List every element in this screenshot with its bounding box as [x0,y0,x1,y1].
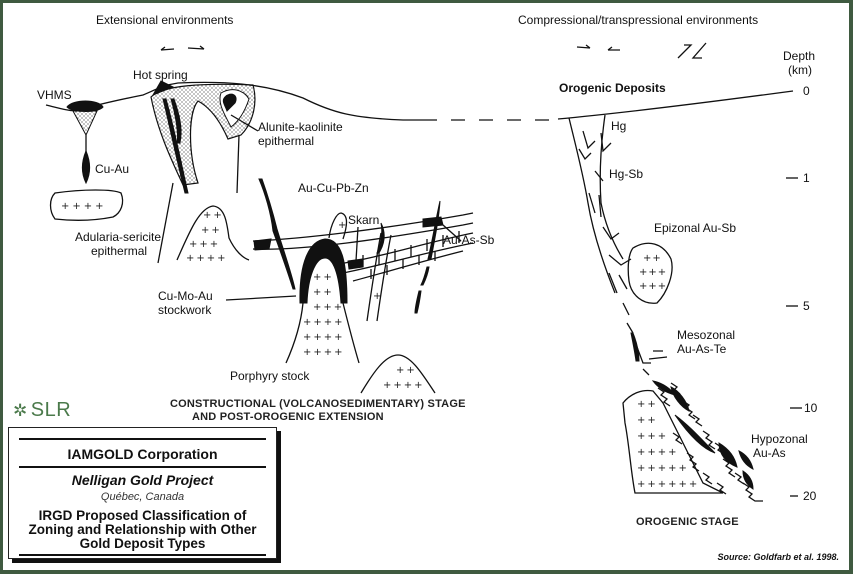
slr-logo: ✲ SLR [13,399,71,422]
svg-text:+ +: + + [313,272,332,283]
svg-text:+ +: + + [201,225,220,236]
depth-tick-1: 1 [803,171,810,185]
svg-text:+ + +: + + + [313,302,342,313]
depth-tick-20: 20 [803,489,817,503]
svg-text:+ +: + + [396,365,415,376]
cu-mo-au-leader [225,295,297,301]
right-surface-line [557,90,794,120]
label-orogenic-deposits: Orogenic Deposits [559,81,666,95]
caption-orogenic-stage: OROGENIC STAGE [636,516,739,528]
figure-title-line-2: Zoning and Relationship with Other [28,522,257,537]
right-heading: Compressional/transpressional environmen… [518,13,758,27]
title-block: IAMGOLD Corporation Nelligan Gold Projec… [8,427,277,559]
label-hot-spring: Hot spring [133,68,188,82]
svg-text:+ + +: + + + [639,267,666,278]
svg-text:+ +: + + [643,253,661,264]
label-hg: Hg [611,119,626,133]
extension-arrows-icon [160,45,205,51]
orogenic-fault-zone: Hg Hg-Sb + + + + + + + + Epizonal Au-Sb … [568,114,808,502]
depth-tick-5: 5 [803,299,810,313]
label-porphyry: Porphyry stock [230,369,310,383]
figure-title-line-1: IRGD Proposed Classification of [38,508,247,523]
svg-text:+ +: + + [637,415,656,426]
caption-constructional-1: CONSTRUCTIONAL (VOLCANOSEDIMENTARY) STAG… [170,398,466,410]
svg-text:+ + + +: + + + + [303,317,343,328]
label-hypozonal-2: Au-As [753,446,786,460]
label-mesozonal-1: Mesozonal [677,328,735,342]
label-hg-sb: Hg-Sb [609,167,643,181]
svg-text:+ + +: + + + [189,239,218,250]
depth-axis: Depth (km) 0 1 5 10 20 [783,49,818,503]
label-adularia-1: Adularia-sericite [75,230,161,244]
source-citation: Source: Goldfarb et al. 1998. [717,552,839,562]
label-alunite-2: epithermal [258,134,314,148]
figure-frame: Extensional environments Compressional/t… [3,3,849,570]
project-location: Québec, Canada [100,491,185,503]
figure-title-line-3: Gold Deposit Types [79,536,206,551]
au-cu-pb-zn-vein [258,178,296,290]
adularia-leader [157,182,174,264]
vhms-deposit [66,100,104,185]
label-au-cu-pb-zn: Au-Cu-Pb-Zn [298,181,369,195]
label-adularia-2: epithermal [91,244,147,258]
svg-text:+ + + +: + + + + [61,201,103,212]
depth-axis-title-1: Depth [783,49,815,63]
caption-constructional-2: AND POST-OROGENIC EXTENSION [192,411,384,423]
depth-axis-title-2: (km) [788,63,812,77]
depth-tick-10: 10 [804,401,818,415]
dike: + [366,222,392,322]
svg-text:+: + [373,291,381,302]
svg-text:+ +: + + [637,399,656,410]
au-as-sb-vein [414,200,462,314]
figure-title: IRGD Proposed Classification of Zoning a… [9,509,276,551]
svg-text:+ + + +: + + + + [637,447,677,458]
svg-text:+ + + +: + + + + [186,253,226,264]
depth-tick-0: 0 [803,84,810,98]
company-name: IAMGOLD Corporation [67,446,218,462]
left-heading: Extensional environments [96,13,233,27]
svg-text:+ + + +: + + + + [303,347,343,358]
epithermal-system [150,83,256,194]
svg-text:+ + +: + + + [637,431,666,442]
skarn-leader [355,226,359,262]
svg-text:+ +: + + [203,210,222,221]
label-mesozonal-2: Au-As-Te [677,342,727,356]
label-cu-mo-au-2: stockwork [158,303,212,317]
svg-text:+ + + + +: + + + + + [637,463,687,474]
svg-text:+: + [338,220,346,231]
slr-logo-icon: ✲ [13,400,28,420]
compression-arrows-icon [576,42,707,59]
label-vhms: VHMS [37,88,72,102]
slr-logo-text: SLR [30,399,72,421]
project-name: Nelligan Gold Project [71,472,214,488]
svg-text:+ +: + + [313,287,332,298]
svg-text:+ + +: + + + [639,281,666,292]
label-hypozonal-1: Hypozonal [751,432,808,446]
label-epizonal: Epizonal Au-Sb [654,221,736,235]
intrusion-bottom: + + + + + + [360,354,436,394]
label-alunite-1: Alunite-kaolinite [258,120,343,134]
label-skarn: Skarn [348,213,379,227]
label-cu-au: Cu-Au [95,162,129,176]
intrusion-middle: + + + + + + + + + + + [176,205,250,264]
label-au-as-sb: Au-As-Sb [443,233,495,247]
alunite-leader [230,114,259,132]
title-rule-top [19,438,266,440]
porphyry-stock: + + + + + + + + + + + + + + + + + + + + [285,212,360,364]
svg-text:+ + + +: + + + + [303,332,343,343]
svg-text:+ + + + + +: + + + + + + [637,479,697,490]
svg-text:+ + + +: + + + + [383,380,423,391]
title-rule-middle [19,466,266,468]
intrusion-left: + + + + [49,189,124,221]
title-rule-bottom [19,554,266,556]
deposit-classification-diagram: Extensional environments Compressional/t… [37,13,818,528]
label-cu-mo-au-1: Cu-Mo-Au [158,289,213,303]
